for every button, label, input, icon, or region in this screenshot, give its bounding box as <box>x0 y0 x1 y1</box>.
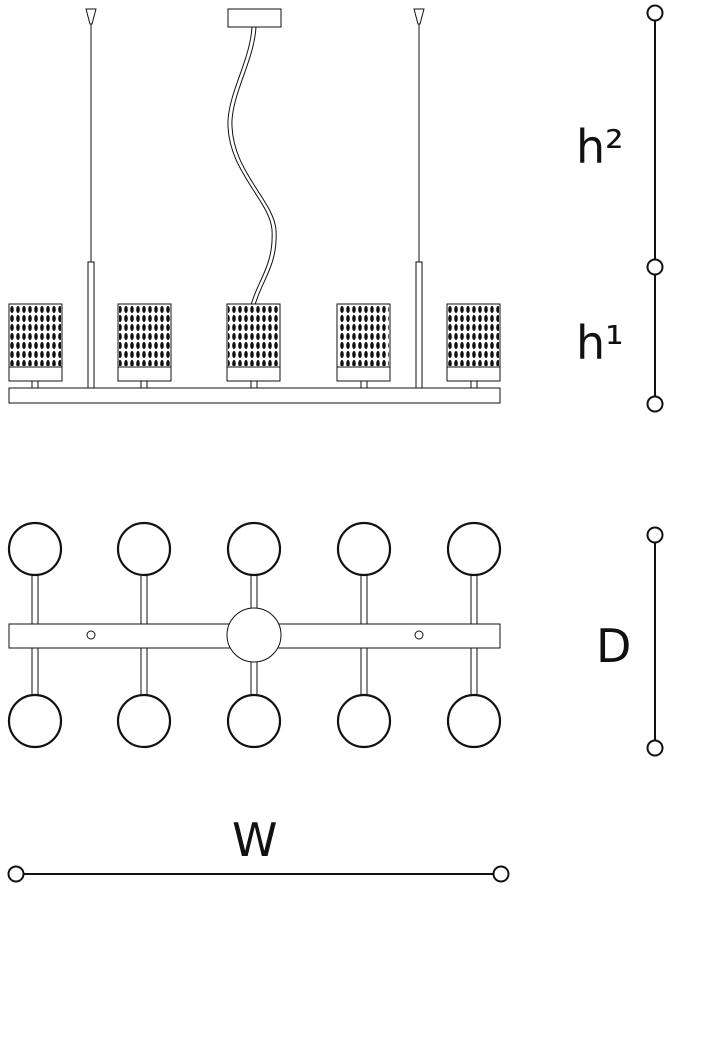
shades-top-row <box>7 521 502 577</box>
mount-hole-left <box>86 630 96 640</box>
power-cable <box>227 26 277 306</box>
h1-bottom-marker <box>646 395 664 413</box>
shade-4 <box>336 303 391 400</box>
ceiling-canopy <box>227 8 282 28</box>
width-label: W <box>232 813 277 867</box>
shade-3 <box>226 303 281 400</box>
h-mid-marker <box>646 258 664 276</box>
shade-2 <box>117 303 172 400</box>
depth-dimension <box>646 526 664 757</box>
mount-hole-right <box>414 630 424 640</box>
width-right-marker <box>492 865 510 883</box>
suspension-cable-right <box>413 8 425 389</box>
shade-1 <box>8 303 63 400</box>
depth-top-marker <box>646 526 664 544</box>
h2-top-marker <box>646 4 664 22</box>
shades-bottom-row <box>7 693 502 749</box>
width-dimension <box>7 865 510 883</box>
depth-bottom-marker <box>646 739 664 757</box>
depth-label: D <box>596 619 631 673</box>
h1-label: h¹ <box>576 316 624 370</box>
top-view <box>7 521 502 749</box>
width-left-marker <box>7 865 25 883</box>
height-dimension <box>646 4 664 413</box>
shade-5 <box>446 303 501 400</box>
suspension-cable-left <box>85 8 97 389</box>
canopy-top <box>226 607 282 663</box>
front-view <box>8 8 501 404</box>
front-bar <box>8 387 501 404</box>
h2-label: h² <box>576 120 624 174</box>
